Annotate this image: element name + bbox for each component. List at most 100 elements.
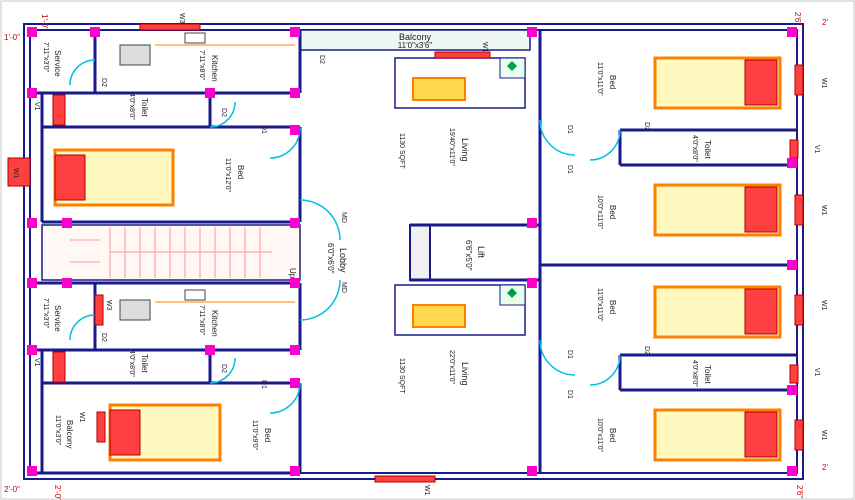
bed-left-upper [53,148,175,207]
dim-bottom-left: 2'-0" [53,485,62,500]
label-service-upper: Service [53,50,62,77]
label-bed-right-1: Bed [608,75,617,89]
label-kitchen-lower-size: 7'11"x8'0" [198,305,205,336]
tag-v1-b: V1 [33,358,40,367]
dim-left-bottom: 2'-0" [4,485,20,494]
tag-w1-b: W1 [12,168,19,179]
label-bed-lower-left: Bed [263,428,272,442]
dim-bottom-right: 2'6" [795,485,804,498]
tag-w1-g: W1 [423,485,430,496]
label-bed-lower-left-size: 11'0"x9'0" [251,420,258,451]
tag-w1-d: W1 [820,205,827,216]
label-balcony-lower: Balcony [65,420,74,448]
tag-w1-c: W1 [820,78,827,89]
tag-md-b: MD [340,282,347,293]
staircase: Up [41,224,301,281]
dim-top-right: 2'6" [793,12,802,25]
label-toilet-right-upper-size: 4'0"x8'0" [691,135,698,162]
tag-w1-a: W1 [481,42,488,53]
label-service-upper-size: 7'11"x3'0" [42,42,49,73]
label-bed-right-4-size: 10'0"x11'0" [596,418,603,452]
dim-left-top: 1'-0" [4,33,20,42]
label-toilet-upper-size: 4'0"x8'0" [128,93,135,120]
bed-right-4 [653,408,782,462]
tag-w1-h: W1 [78,412,85,423]
tag-md-a: MD [340,212,347,223]
tag-d1-f: D1 [566,390,573,399]
columns [27,27,797,476]
tag-d1-d: D1 [566,165,573,174]
tag-w3-b: W3 [105,300,112,311]
tag-w1-f: W1 [820,430,827,441]
bed-left-lower [108,403,222,462]
balcony-top-name: Balcony [399,32,432,42]
label-service-lower: Service [53,305,62,332]
label-toilet-lower-size: 4'0"x8'0" [128,350,135,377]
label-kitchen-lower: Kitchen [210,310,219,337]
balcony-top: Balcony 11'0"x3'6" [299,29,531,51]
label-bed-right-3-size: 11'0"x11'0" [596,288,603,322]
label-kitchen-upper-size: 7'11"x8'0" [198,50,205,81]
label-toilet-right-lower: Toilet [703,365,712,384]
label-bed-right-3: Bed [608,300,617,314]
tag-d1-e: D1 [566,350,573,359]
tag-d2-f: D2 [643,122,650,131]
lobby-size: 6'0"x6'0" [326,243,335,274]
left-upper-walls [30,30,302,224]
bed-right-3 [653,285,782,339]
label-bed-upper-left: Bed [236,165,245,179]
label-living-lower-area: 1130 SQFT [398,358,405,394]
opening-tags: D1 D1 D2 D2 D2 D2 D2 D2 D2 D1 D1 D1 D1 M… [12,13,827,496]
tag-w1-e: W1 [820,300,827,311]
label-living-lower: Living [460,362,470,386]
tag-d1-c: D1 [566,125,573,134]
tag-v1-a: V1 [33,102,40,111]
tag-d2-g: D2 [643,346,650,355]
label-bed-right-2-size: 10'0"x11'0" [596,195,603,229]
tag-d2-b: D2 [220,364,227,373]
sofa-upper [394,57,526,109]
label-bed-right-1-size: 11'0"x11'0" [596,62,603,96]
bed-right-2 [653,183,782,237]
dim-right-bottom: 2' [822,463,828,472]
tag-d1-a: D1 [260,125,267,134]
label-toilet-lower: Toilet [140,354,149,373]
bed-right-1 [653,56,782,110]
label-toilet-right-lower-size: 4'0"x8'0" [691,360,698,387]
dim-right-top: 2' [822,18,828,27]
label-living-upper: Living [460,138,470,162]
lobby-area: Lobby 6'0"x6'0" Lift 6'6"x5'0" [326,224,486,281]
dim-top-left: 1'-0" [40,14,49,30]
room-labels: Service 7'11"x3'0" Kitchen 7'11"x8'0" To… [42,42,712,452]
tag-v1-c: V1 [813,145,820,154]
kitchen-upper-fittings [119,32,295,66]
label-bed-right-2: Bed [608,205,617,219]
windows [7,23,804,483]
tag-d2-e: D2 [318,55,325,64]
label-living-upper-size: 19'40"x11'0" [448,128,455,166]
label-service-lower-size: 7'11"x3'0" [42,298,49,329]
stair-up-label: Up [288,268,297,279]
label-living-upper-area: 1130 SQFT [398,133,405,169]
tag-d1-b: D1 [260,380,267,389]
lobby-name: Lobby [338,248,348,273]
tag-d2-d: D2 [100,333,107,342]
tag-d2-c: D2 [100,78,107,87]
balcony-top-size: 11'0"x3'6" [398,41,433,50]
label-toilet-right-upper: Toilet [703,140,712,159]
label-kitchen-upper: Kitchen [210,55,219,82]
lift-name: Lift [476,246,486,259]
label-toilet-upper: Toilet [140,98,149,117]
door-swings [69,59,621,414]
tag-v1-d: V1 [813,368,820,377]
dimension-marks: 1'-0" 2'6" 2' 2'-0" 2'6" 2' 1'-0" 2'-0" [4,12,828,500]
sofa-lower [394,284,526,336]
tag-d2-a: D2 [220,108,227,117]
label-bed-right-4: Bed [608,428,617,442]
right-walls [410,30,797,473]
label-bed-upper-left-size: 11'0"x12'0" [224,158,231,192]
tag-w3-a: W3 [178,13,185,24]
label-living-lower-size: 22'0"x11'0" [448,350,455,384]
